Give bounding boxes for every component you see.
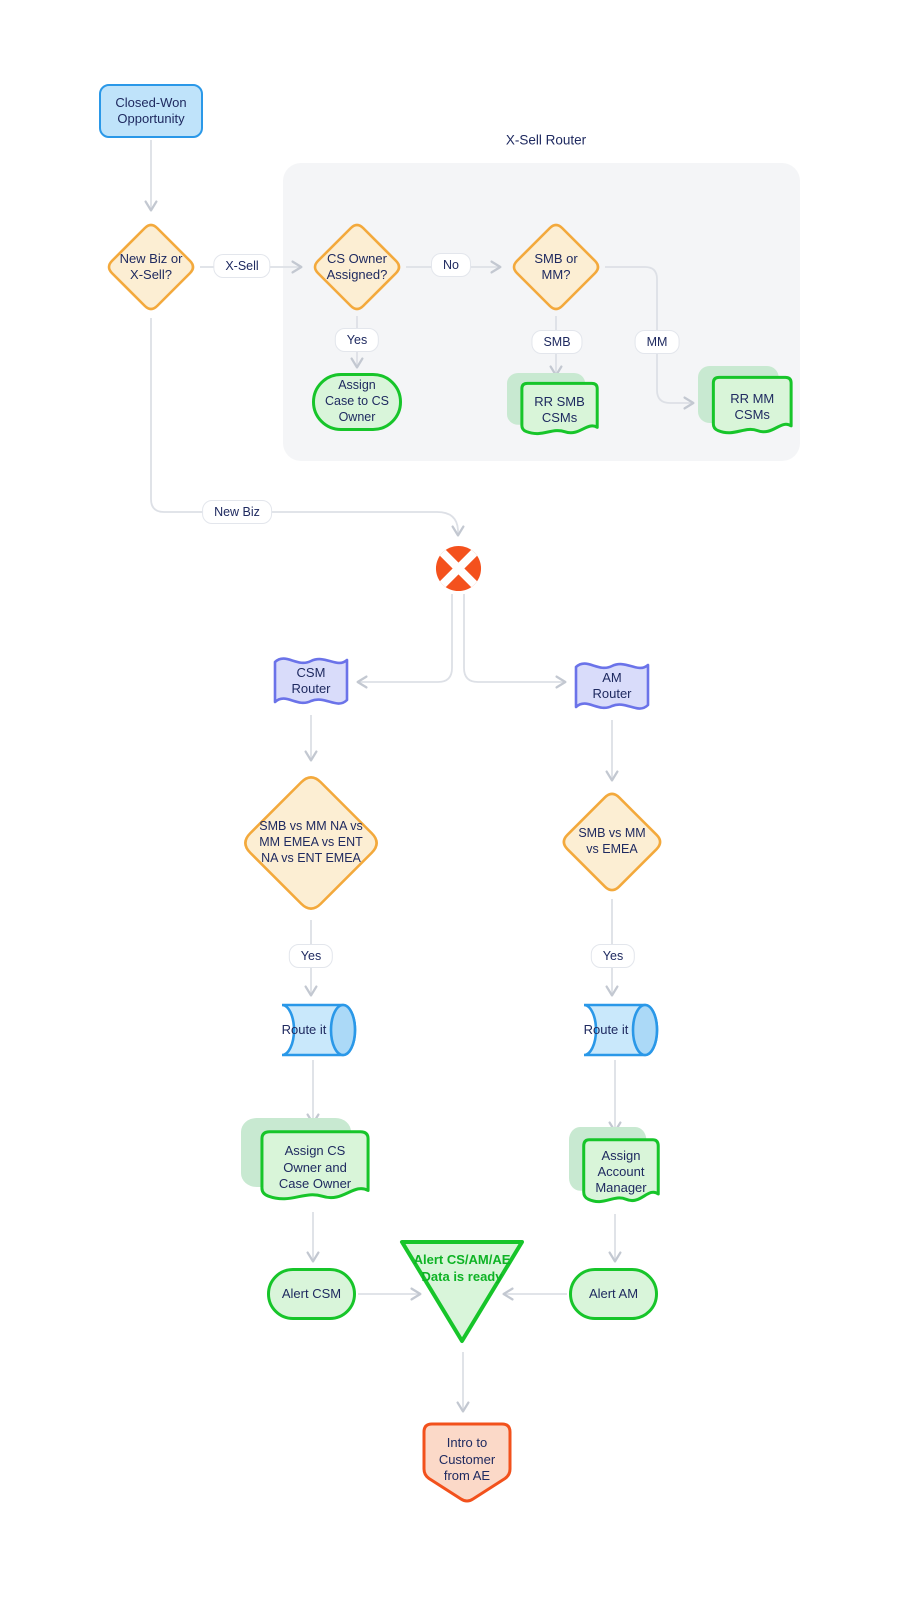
x-circle-icon	[435, 545, 482, 592]
decision-cs-owner-assigned[interactable]: CS Owner Assigned?	[309, 219, 405, 315]
node-rr-mm-csms[interactable]: RR MM CSMs	[698, 366, 794, 442]
node-alert-am[interactable]: Alert AM	[569, 1268, 658, 1320]
edge-label-new-biz[interactable]: New Biz	[202, 500, 272, 524]
node-rr-smb-csms[interactable]: RR SMB CSMs	[507, 373, 600, 442]
node-label: Intro to Customer from AE	[438, 1435, 496, 1484]
group-title: X-Sell Router	[505, 132, 587, 148]
edge-label-mm[interactable]: MM	[634, 330, 680, 354]
decision-am-segment[interactable]: SMB vs MM vs EMEA	[557, 787, 667, 897]
tape-shape	[271, 649, 351, 713]
node-label: SMB vs MM NA vs MM EMEA vs ENT NA vs ENT…	[259, 819, 363, 865]
node-label: RR SMB CSMs	[534, 393, 585, 426]
node-label: Closed-Won Opportunity	[115, 94, 187, 126]
edge-label-yes-cs[interactable]: Yes	[334, 328, 380, 352]
node-label: SMB vs MM vs EMEA	[578, 826, 646, 856]
triangle-shape	[392, 1236, 532, 1348]
edge-label-yes-csm[interactable]: Yes	[288, 944, 334, 968]
diamond-shape	[103, 219, 199, 315]
edge-label-smb[interactable]: SMB	[531, 330, 583, 354]
diamond-shape	[557, 787, 667, 897]
tape-shape	[572, 654, 652, 718]
diamond-shape	[508, 219, 604, 315]
edge-label-yes-am[interactable]: Yes	[590, 944, 636, 968]
node-label: Alert AM	[588, 1285, 639, 1301]
node-label: Assign Account Manager	[595, 1147, 647, 1196]
node-assign-account-manager[interactable]: Assign Account Manager	[569, 1127, 661, 1212]
node-assign-case-to-cs-owner[interactable]: Assign Case to CS Owner	[312, 373, 402, 431]
edge-label-no[interactable]: No	[431, 253, 471, 277]
node-assign-cs-owner-case-owner[interactable]: Assign CS Owner and Case Owner	[241, 1118, 372, 1210]
decision-new-biz-or-x-sell[interactable]: New Biz or X-Sell?	[103, 219, 199, 315]
node-label: Route it	[281, 1021, 327, 1037]
node-label: Alert CS/AM/AE Data is ready	[413, 1252, 511, 1284]
node-label: CSM Router	[291, 664, 331, 696]
document-shape	[698, 366, 794, 442]
diamond-shape	[236, 768, 386, 918]
node-closed-won-opportunity[interactable]: Closed-Won Opportunity	[99, 84, 203, 138]
node-label: RR MM CSMs	[730, 390, 775, 422]
decision-smb-or-mm[interactable]: SMB or MM?	[508, 219, 604, 315]
node-alert-data-ready[interactable]: Alert CS/AM/AE Data is ready	[392, 1236, 532, 1348]
node-route-it-csm[interactable]: Route it	[268, 1002, 358, 1058]
node-csm-router[interactable]: CSM Router	[271, 649, 351, 713]
node-label: New Biz or X-Sell?	[119, 250, 183, 282]
node-label: Route it	[583, 1021, 629, 1037]
document-shape	[507, 373, 600, 442]
node-route-it-am[interactable]: Route it	[570, 1002, 660, 1058]
node-label: Alert CSM	[281, 1285, 342, 1301]
node-label: AM Router	[592, 669, 632, 701]
node-label: Assign CS Owner and Case Owner	[278, 1143, 352, 1192]
node-intro-to-customer[interactable]: Intro to Customer from AE	[421, 1421, 513, 1507]
or-junction-icon[interactable]	[434, 544, 483, 593]
node-am-router[interactable]: AM Router	[572, 654, 652, 718]
cylinder-shape	[570, 1002, 660, 1058]
cylinder-shape	[268, 1002, 358, 1058]
document-shape	[569, 1127, 661, 1212]
decision-csm-segment[interactable]: SMB vs MM NA vs MM EMEA vs ENT NA vs ENT…	[236, 768, 386, 918]
edge-label-x-sell[interactable]: X-Sell	[213, 254, 271, 278]
diamond-shape	[309, 219, 405, 315]
node-alert-csm[interactable]: Alert CSM	[267, 1268, 356, 1320]
node-label: CS Owner Assigned?	[326, 250, 388, 282]
node-label: SMB or MM?	[534, 250, 578, 282]
document-shape	[241, 1118, 372, 1210]
node-label: Assign Case to CS Owner	[325, 378, 389, 424]
shield-shape	[421, 1421, 513, 1507]
